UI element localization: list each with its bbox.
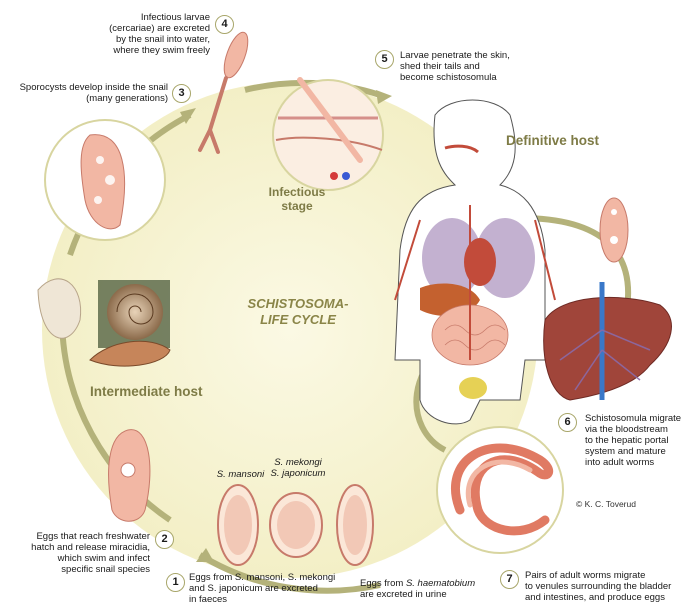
step-2-line: specific snail species [10,564,150,575]
step-6-text: Schistosomula migrate via the bloodstrea… [585,413,685,468]
step-5-line: shed their tails and [400,61,540,72]
step-5-line: become schistosomula [400,72,540,83]
cycle-title-line2: LIFE CYCLE [238,312,358,328]
species-japonicum: S. japonicum [263,468,333,479]
urine-note: Eggs from S. haematobium are excreted in… [360,578,490,600]
infectious-stage-line2: stage [262,199,332,213]
cycle-title-line1: SCHISTOSOMA- [238,296,358,312]
step-3-text: Sporocysts develop inside the snail (man… [8,82,168,104]
urine-note-prefix: Eggs from [360,578,406,589]
step-2-badge: 2 [155,530,174,549]
credit: © K. C. Toverud [576,499,636,509]
step-7-line: and intestines, and produce eggs [525,592,685,603]
step-6-line: to the hepatic portal [585,435,685,446]
step-7-line: Pairs of adult worms migrate [525,570,685,581]
step-4-line: (cercariae) are excreted [88,23,210,34]
cycle-title: SCHISTOSOMA- LIFE CYCLE [238,296,358,328]
step-7-badge: 7 [500,570,519,589]
intermediate-host-label: Intermediate host [90,384,203,399]
step-6-badge: 6 [558,413,577,432]
infectious-stage-label: Infectious stage [262,185,332,213]
definitive-host-label: Definitive host [506,133,599,148]
step-3-line: (many generations) [8,93,168,104]
species-mekongi: S. mekongi [263,457,333,468]
step-1-badge: 1 [166,573,185,592]
step-6-line: into adult worms [585,457,685,468]
step-7-line: to venules surrounding the bladder [525,581,685,592]
step-4-line: where they swim freely [88,45,210,56]
step-1-line: in faeces [189,594,339,605]
step-4-badge: 4 [215,15,234,34]
step-2-line: Eggs that reach freshwater [10,531,150,542]
step-1-line: and S. japonicum are excreted [189,583,339,594]
step-4-line: Infectious larvae [88,12,210,23]
sporocyst-circle [45,120,165,240]
adult-worms-circle [437,427,563,553]
step-4-text: Infectious larvae (cercariae) are excret… [88,12,210,56]
liver [544,282,672,400]
step-6-line: via the bloodstream [585,424,685,435]
step-4-line: by the snail into water, [88,34,210,45]
step-2-line: which swim and infect [10,553,150,564]
species-mansoni: S. mansoni [213,469,268,480]
schistosomulum [600,198,628,262]
urine-note-line1: Eggs from S. haematobium [360,578,490,589]
step-5-text: Larvae penetrate the skin, shed their ta… [400,50,540,83]
step-2-line: hatch and release miracidia, [10,542,150,553]
urine-note-suffix: are excreted in urine [360,589,490,600]
step-5-line: Larvae penetrate the skin, [400,50,540,61]
skin-penetration-circle [273,80,383,190]
step-3-line: Sporocysts develop inside the snail [8,82,168,93]
step-7-text: Pairs of adult worms migrate to venules … [525,570,685,603]
step-1-text: Eggs from S. mansoni, S. mekongi and S. … [189,572,339,605]
step-6-line: Schistosomula migrate [585,413,685,424]
step-2-text: Eggs that reach freshwater hatch and rel… [10,531,150,575]
miracidium [109,430,150,522]
step-1-line: Eggs from S. mansoni, S. mekongi [189,572,339,583]
eggs [218,485,373,565]
urine-note-species: S. haematobium [406,578,475,589]
infectious-stage-line1: Infectious [262,185,332,199]
species-mekongi-japonicum: S. mekongi S. japonicum [263,457,333,479]
step-3-badge: 3 [172,84,191,103]
step-6-line: system and mature [585,446,685,457]
step-5-badge: 5 [375,50,394,69]
